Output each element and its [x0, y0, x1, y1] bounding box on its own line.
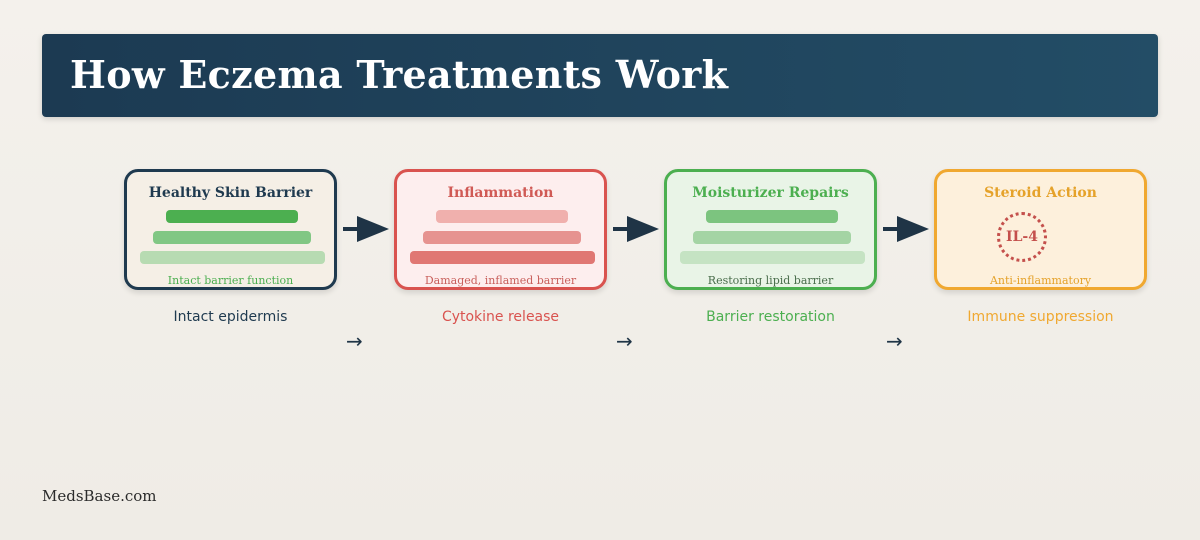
card-caption: Anti-inflammatory: [989, 274, 1092, 287]
skin-layer-bottom: [140, 251, 325, 264]
skin-layer-middle: [693, 231, 851, 244]
card-caption: Restoring lipid barrier: [707, 274, 834, 287]
skin-layer-middle: [423, 231, 581, 244]
skin-layer-bottom: [680, 251, 865, 264]
card-healthy-skin-barrier: Healthy Skin Barrier Intact barrier func…: [124, 169, 337, 290]
page-title: How Eczema Treatments Work: [70, 52, 729, 97]
card-title: Moisturizer Repairs: [692, 185, 849, 201]
step-label-intact-epidermis: Intact epidermis: [173, 309, 288, 325]
skin-layer-top: [166, 210, 298, 223]
card-moisturizer-repairs: Moisturizer Repairs Restoring lipid barr…: [664, 169, 877, 290]
card-steroid-action: Steroid Action IL-4 Anti-inflammatory: [934, 169, 1147, 290]
connector-arrow-glyph: →: [346, 329, 363, 353]
il4-cytokine-badge: IL-4: [997, 212, 1047, 262]
connector-arrow-glyph: →: [886, 329, 903, 353]
skin-layer-bottom: [410, 251, 595, 264]
skin-layer-top: [706, 210, 838, 223]
connector-arrow-glyph: →: [616, 329, 633, 353]
step-label-immune-suppression: Immune suppression: [967, 309, 1114, 325]
skin-layer-top: [436, 210, 568, 223]
title-banner: How Eczema Treatments Work: [42, 34, 1158, 117]
arrow-right-icon: [613, 216, 659, 242]
arrow-right-icon: [883, 216, 929, 242]
step-label-cytokine-release: Cytokine release: [441, 309, 560, 325]
step-label-barrier-restoration: Barrier restoration: [706, 309, 835, 325]
card-caption: Damaged, inflamed barrier: [424, 274, 577, 287]
skin-layer-middle: [153, 231, 311, 244]
card-title: Healthy Skin Barrier: [148, 185, 313, 201]
card-title: Steroid Action: [984, 185, 1097, 201]
card-caption: Intact barrier function: [167, 274, 294, 287]
card-title: Inflammation: [447, 185, 554, 201]
footer-brand: MedsBase.com: [42, 487, 157, 505]
arrow-right-icon: [343, 216, 389, 242]
card-inflammation: Inflammation Damaged, inflamed barrier: [394, 169, 607, 290]
